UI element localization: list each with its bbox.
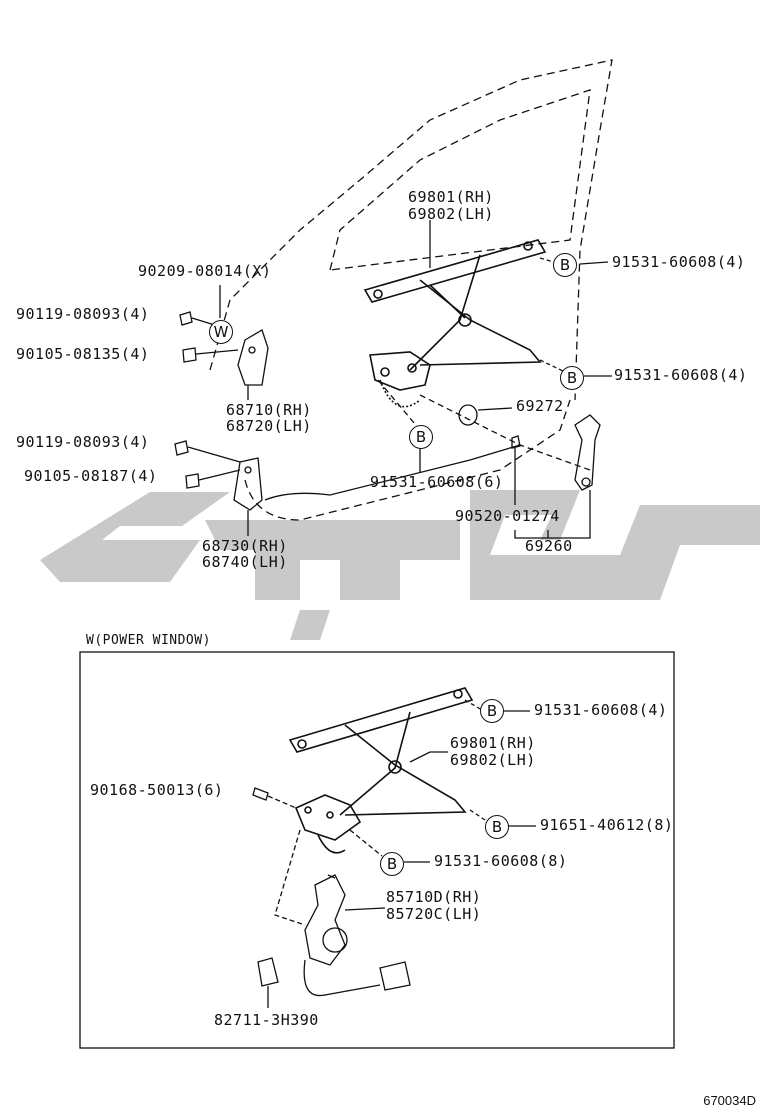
part-label-69802: 69802(LH) — [408, 205, 494, 223]
bolt-90105-b — [185, 469, 241, 489]
upper-hinge — [237, 329, 269, 386]
lower-hinge — [233, 457, 263, 511]
part-label-69802-pw: 69802(LH) — [450, 751, 536, 769]
part-label-69260: 69260 — [525, 537, 573, 555]
part-label-91531-mid: 91531-60608(4) — [614, 366, 748, 384]
part-label-68740: 68740(LH) — [202, 553, 288, 571]
part-label-85720: 85720C(LH) — [386, 905, 482, 923]
part-label-82711: 82711-3H390 — [214, 1011, 319, 1029]
watermark-logo — [40, 490, 760, 640]
bolt-90168 — [252, 787, 269, 801]
power-window-box — [79, 651, 675, 1049]
part-label-91531-a: 91531-60608(4) — [534, 701, 668, 719]
part-label-91531-low: 91531-60608(6) — [370, 473, 504, 491]
part-label-69801: 69801(RH) — [408, 188, 494, 206]
part-label-68710: 68710(RH) — [226, 401, 312, 419]
part-label-90168: 90168-50013(6) — [90, 781, 224, 799]
callout-b: B — [380, 852, 404, 876]
part-label-91651: 91651-40612(8) — [540, 816, 674, 834]
callout-b: B — [560, 366, 584, 390]
callout-b: B — [409, 425, 433, 449]
window-motor — [303, 874, 411, 997]
callout-w: W — [209, 320, 233, 344]
knob-69272 — [458, 404, 478, 426]
window-glass-outline — [329, 89, 591, 271]
part-label-68720: 68720(LH) — [226, 417, 312, 435]
part-label-90520: 90520-01274 — [455, 507, 560, 525]
door-bottom-curve — [244, 399, 571, 521]
part-label-91531-top: 91531-60608(4) — [612, 253, 746, 271]
manual-regulator — [363, 239, 547, 408]
part-label-69801-pw: 69801(RH) — [450, 734, 536, 752]
bolt-90119-b — [174, 440, 241, 463]
clip-90520 — [511, 435, 521, 449]
connector-82711 — [257, 957, 279, 987]
part-label-90119-a: 90119-08093(4) — [16, 305, 150, 323]
part-label-90209: 90209-08014(X) — [138, 262, 272, 280]
part-label-85710: 85710D(RH) — [386, 888, 482, 906]
window-crank-handle — [574, 414, 601, 491]
part-label-90119-b: 90119-08093(4) — [16, 433, 150, 451]
part-label-68730: 68730(RH) — [202, 537, 288, 555]
callout-b: B — [553, 253, 577, 277]
callout-b: B — [485, 815, 509, 839]
callout-b: B — [480, 699, 504, 723]
part-label-69272: 69272 — [516, 397, 564, 415]
part-label-90105-a: 90105-08135(4) — [16, 345, 150, 363]
door-outline — [209, 59, 613, 401]
diagram-code: 670034D — [703, 1093, 756, 1108]
section-title-power-window: W(POWER WINDOW) — [86, 633, 211, 648]
part-label-91531-b: 91531-60608(8) — [434, 852, 568, 870]
door-lower-line — [264, 444, 521, 501]
power-regulator — [288, 687, 474, 854]
bolt-90105-a — [182, 347, 239, 363]
part-label-90105-b: 90105-08187(4) — [24, 467, 158, 485]
